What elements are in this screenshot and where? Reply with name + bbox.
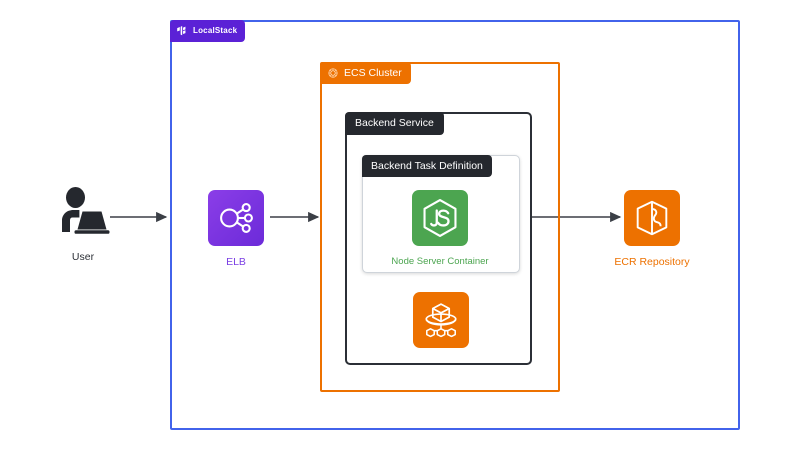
node-ecr-repository-label: ECR Repository [614,256,690,268]
node-elb-label: ELB [226,256,246,268]
connector-user-to-localstack [110,211,168,223]
aws-ecr-repository-icon [624,190,680,246]
backend-task-definition-badge-label: Backend Task Definition [371,159,483,172]
localstack-container [170,20,740,430]
backend-task-definition-badge: Backend Task Definition [362,155,492,177]
user-at-laptop-icon [55,186,111,238]
elastic-load-balancer-icon [208,190,264,246]
node-node-server-container: Node Server Container [391,190,489,267]
ecs-cluster-icon [327,67,339,79]
backend-service-badge: Backend Service [345,112,444,135]
connector-elb-to-ecs-cluster [270,211,320,223]
node-ecs-task [413,292,469,348]
aws-ecs-service-icon [413,292,469,348]
localstack-badge-label: LocalStack [193,26,238,35]
node-node-server-container-label: Node Server Container [391,256,489,267]
node-ecr-repository: ECR Repository [614,190,690,268]
backend-service-badge-label: Backend Service [355,117,434,130]
nodejs-icon [412,190,468,246]
node-elb: ELB [208,190,264,268]
ecs-cluster-badge: ECS Cluster [320,62,411,84]
localstack-badge: LocalStack [170,20,246,42]
node-user: User [46,186,120,263]
ecs-cluster-badge-label: ECS Cluster [344,66,402,79]
connector-backend-service-to-ecr [532,211,622,223]
ecs-cluster-container [320,62,560,392]
localstack-logo-icon [176,25,188,37]
node-user-label: User [71,251,95,263]
